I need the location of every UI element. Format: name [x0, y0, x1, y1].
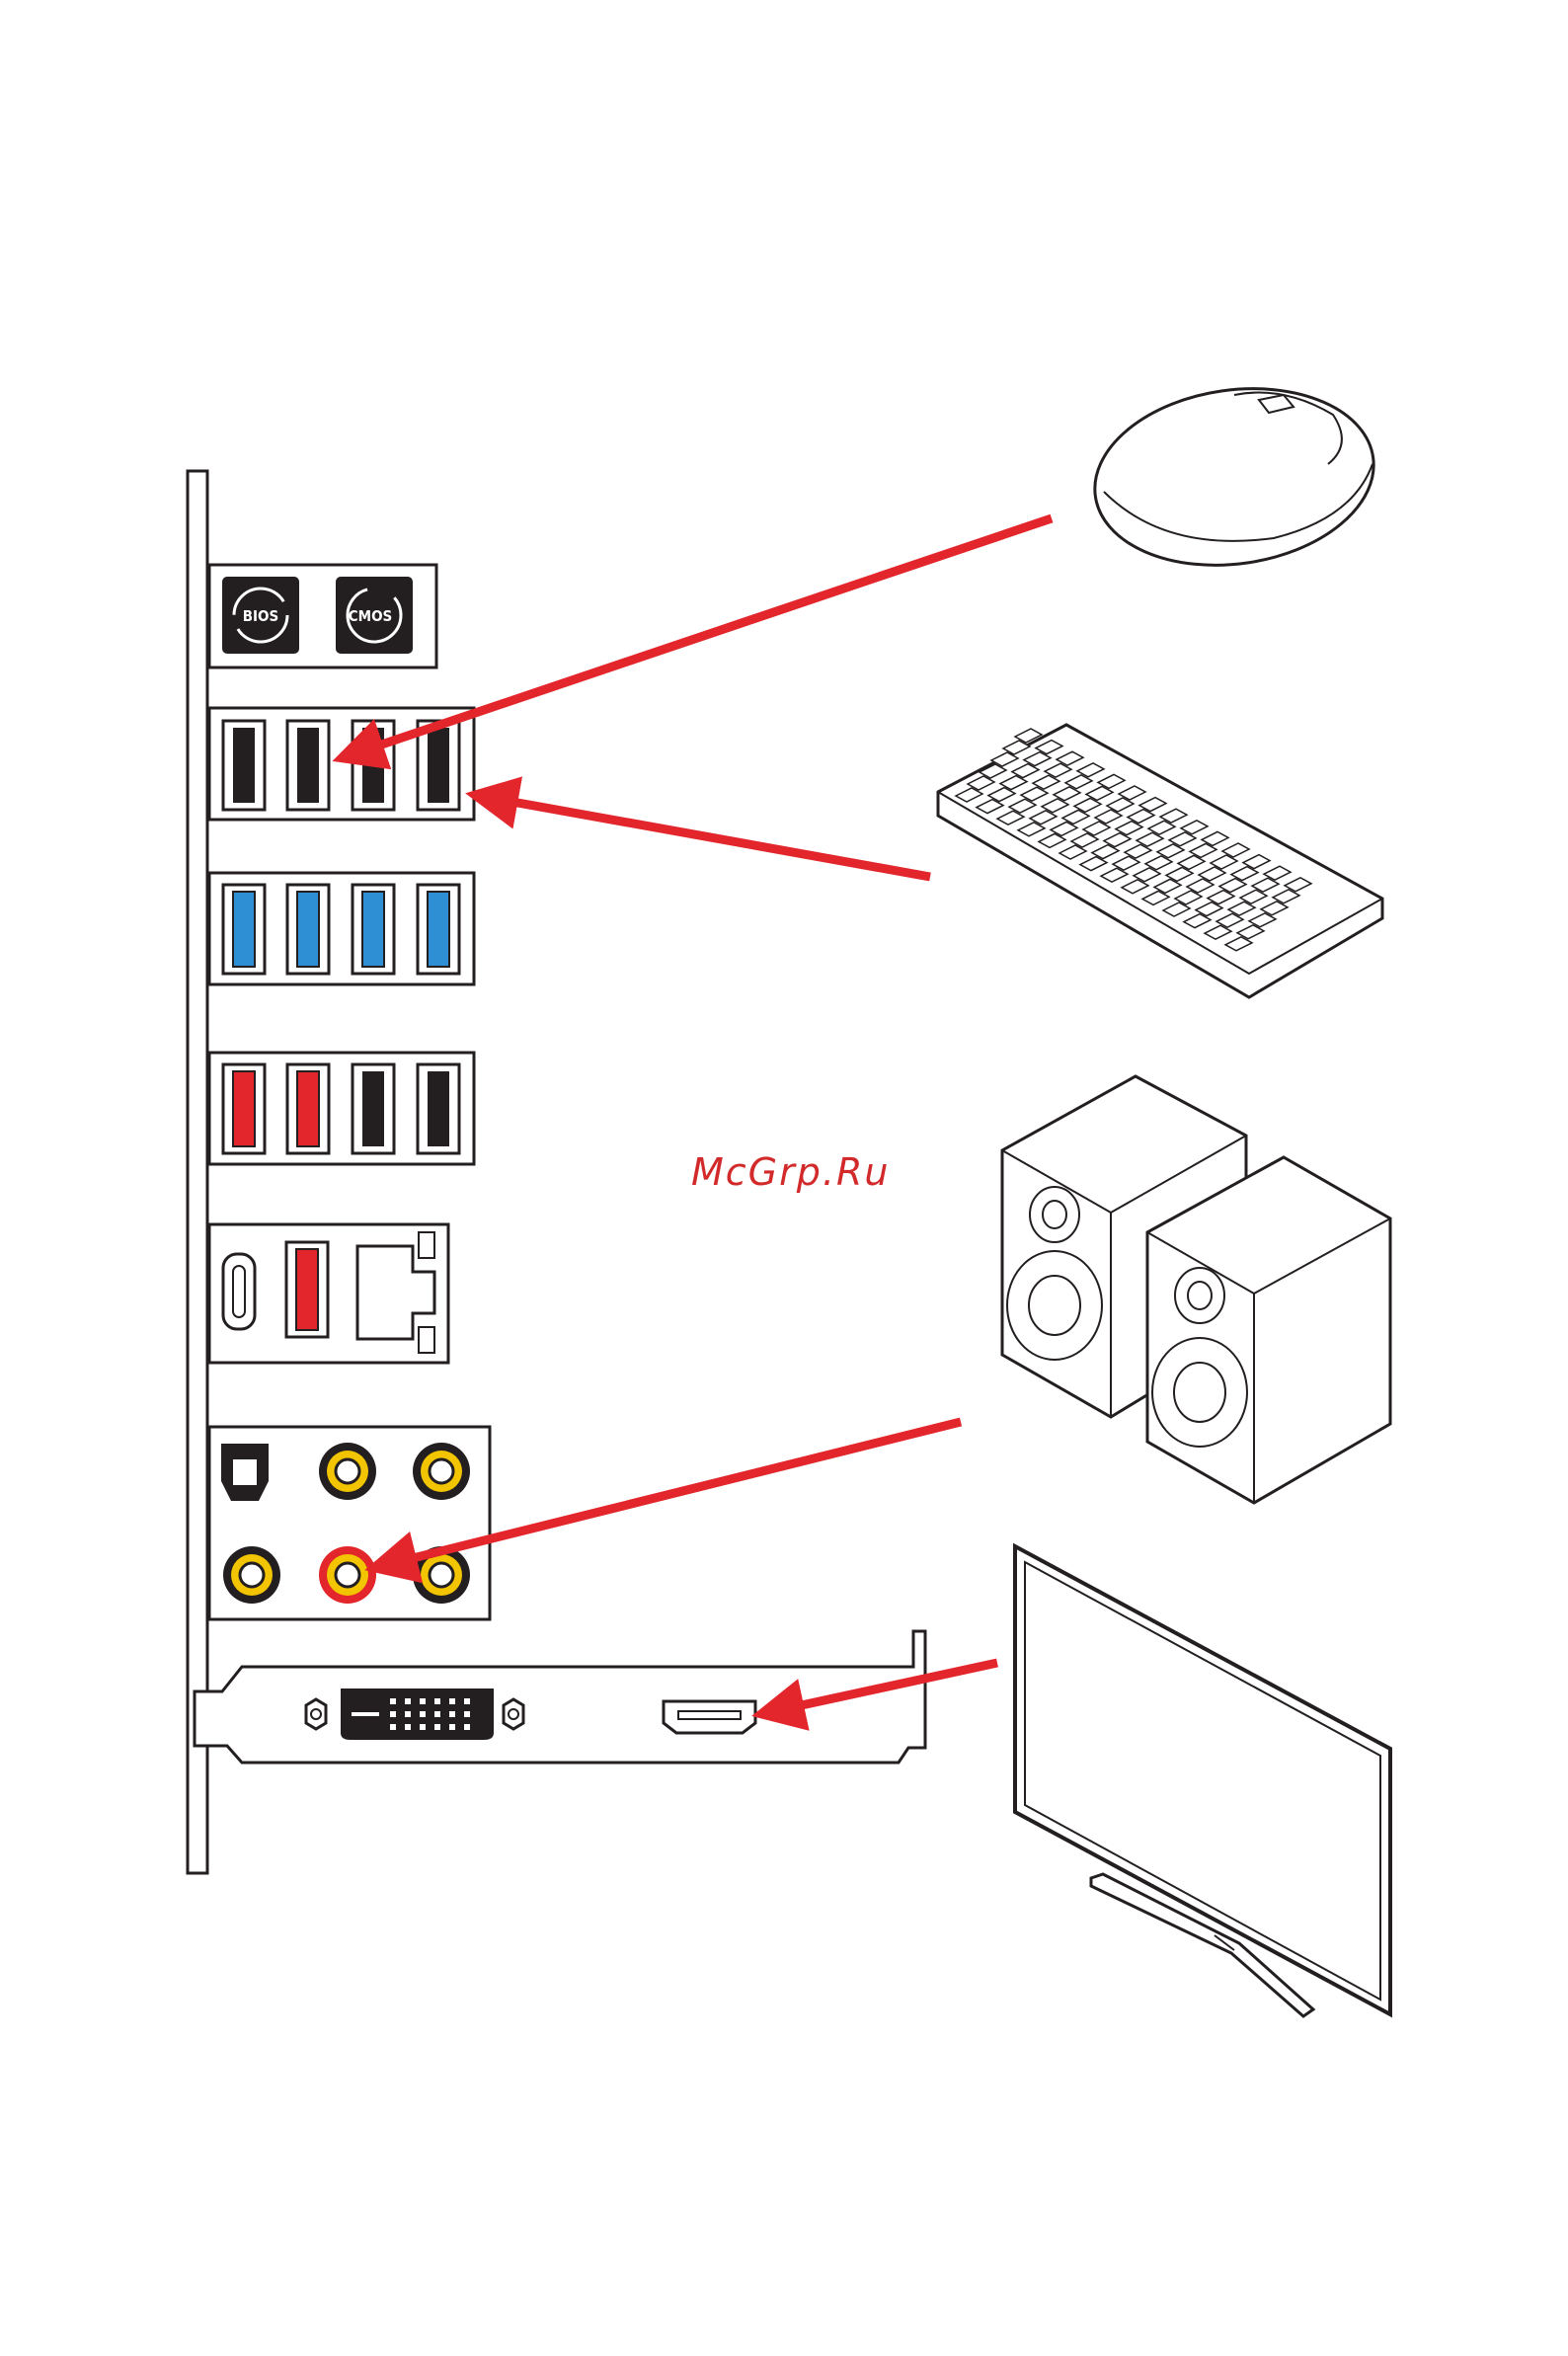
- monitor-icon: [1015, 1546, 1390, 2016]
- usb-port-red[interactable]: [223, 1064, 265, 1153]
- bios-label: BIOS: [243, 607, 279, 625]
- bios-cmos-block: BIOS CMOS: [209, 565, 436, 668]
- usb-port-black[interactable]: [287, 721, 329, 810]
- mouse-icon: [1083, 371, 1385, 583]
- audio-jack-yellow[interactable]: [319, 1443, 376, 1500]
- graphics-card-bracket: [195, 1631, 925, 1763]
- dvi-port[interactable]: [341, 1688, 494, 1740]
- dvi-screw-right: [504, 1699, 523, 1729]
- usb-c-port[interactable]: [223, 1254, 255, 1329]
- usb-port-red[interactable]: [286, 1242, 328, 1337]
- usb-port-blue[interactable]: [223, 885, 265, 974]
- keyboard-icon: [938, 725, 1382, 997]
- arrow-keyboard: [474, 795, 930, 877]
- usb-row-red-black: [209, 1053, 474, 1164]
- optical-spdif-port[interactable]: [221, 1444, 269, 1501]
- dvi-screw-left: [306, 1699, 326, 1729]
- usb-port-blue[interactable]: [418, 885, 459, 974]
- hdmi-port[interactable]: [664, 1701, 755, 1733]
- watermark: McGrp.Ru: [691, 1150, 890, 1194]
- audio-jack-line-out[interactable]: [319, 1546, 376, 1604]
- usb-port-blue[interactable]: [287, 885, 329, 974]
- usb-port-red[interactable]: [287, 1064, 329, 1153]
- audio-block: [209, 1427, 490, 1619]
- usb-port-black[interactable]: [353, 721, 394, 810]
- speakers-icon: [1002, 1076, 1390, 1503]
- arrow-mouse: [341, 518, 1052, 758]
- usb-row-blue: [209, 873, 474, 984]
- usbc-lan-block: [209, 1224, 448, 1363]
- clear-cmos-button[interactable]: CMOS: [336, 577, 413, 654]
- usb-port-blue[interactable]: [353, 885, 394, 974]
- audio-jack-yellow[interactable]: [223, 1546, 280, 1604]
- bios-flashback-button[interactable]: BIOS: [222, 577, 299, 654]
- usb-port-black[interactable]: [353, 1064, 394, 1153]
- usb-port-black[interactable]: [223, 721, 265, 810]
- usb-port-black[interactable]: [418, 1064, 459, 1153]
- cmos-label: CMOS: [349, 607, 393, 625]
- audio-jack-yellow[interactable]: [413, 1443, 470, 1500]
- io-shield: [188, 471, 207, 1873]
- lan-port[interactable]: [357, 1232, 434, 1353]
